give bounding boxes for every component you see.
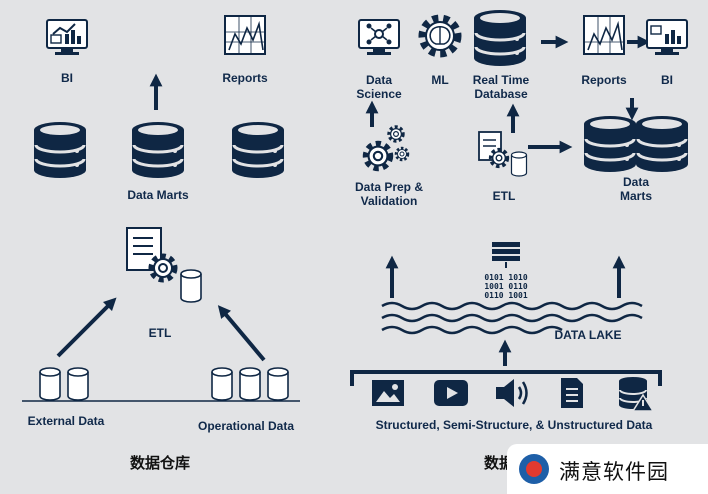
operational-data-icon <box>211 367 289 401</box>
etl-icon <box>126 227 202 303</box>
reports-icon <box>224 15 266 55</box>
watermark: 满意软件园 <box>507 444 708 494</box>
svg-text:0110 1001: 0110 1001 <box>484 291 528 300</box>
data-science-label: Data Science <box>356 73 402 101</box>
data-prep-label: Data Prep & Validation <box>354 180 424 208</box>
external-data-label: External Data <box>27 414 105 428</box>
data-lake-waves <box>381 301 643 335</box>
etl-label: ETL <box>148 326 172 340</box>
bi-icon <box>646 19 688 56</box>
ml-icon <box>418 14 462 58</box>
data-prep-gears-icon <box>365 125 410 169</box>
lake-title: 数据 <box>484 454 515 472</box>
watermark-logo-icon <box>519 454 549 484</box>
reports-label: Reports <box>581 73 627 87</box>
database-icon <box>130 120 186 180</box>
bi-icon <box>46 19 88 56</box>
data-marts-label: Data Marts <box>127 188 189 202</box>
sources-label: Structured, Semi-Structure, & Unstructur… <box>375 418 653 432</box>
image-icon <box>372 380 404 406</box>
realtime-database-icon <box>472 8 528 68</box>
svg-text:0101 1010: 0101 1010 <box>484 273 528 282</box>
etl-label: ETL <box>492 189 516 203</box>
database-icon <box>230 120 286 180</box>
ml-label: ML <box>431 73 449 87</box>
realtime-db-label: Real Time Database <box>472 73 530 101</box>
data-lake-label: DATA LAKE <box>554 328 622 342</box>
arrow-operational-to-etl <box>217 305 266 362</box>
arrow-external-to-etl <box>56 297 117 358</box>
svg-text:1001 0110: 1001 0110 <box>484 282 528 291</box>
video-icon <box>434 380 468 406</box>
document-icon <box>561 378 583 408</box>
sources-bracket <box>350 370 662 386</box>
database-icon <box>32 120 88 180</box>
reports-label: Reports <box>222 71 268 85</box>
reports-icon <box>583 15 625 55</box>
data-marts-db-icon <box>582 114 638 174</box>
external-data-icon <box>39 367 89 401</box>
etl-icon <box>478 131 528 177</box>
database-warning-icon <box>619 377 655 412</box>
operational-data-label: Operational Data <box>197 419 295 433</box>
data-marts-db-icon <box>634 114 690 174</box>
bi-label: BI <box>61 71 73 85</box>
data-science-icon <box>358 19 400 56</box>
data-lake-platform-icon: 0101 1010 1001 0110 0110 1001 <box>484 242 528 300</box>
watermark-text: 满意软件园 <box>559 460 669 484</box>
audio-icon <box>496 379 528 407</box>
bi-label: BI <box>661 73 673 87</box>
data-marts-label: Data Marts <box>619 175 652 203</box>
warehouse-title: 数据仓库 <box>130 454 191 472</box>
